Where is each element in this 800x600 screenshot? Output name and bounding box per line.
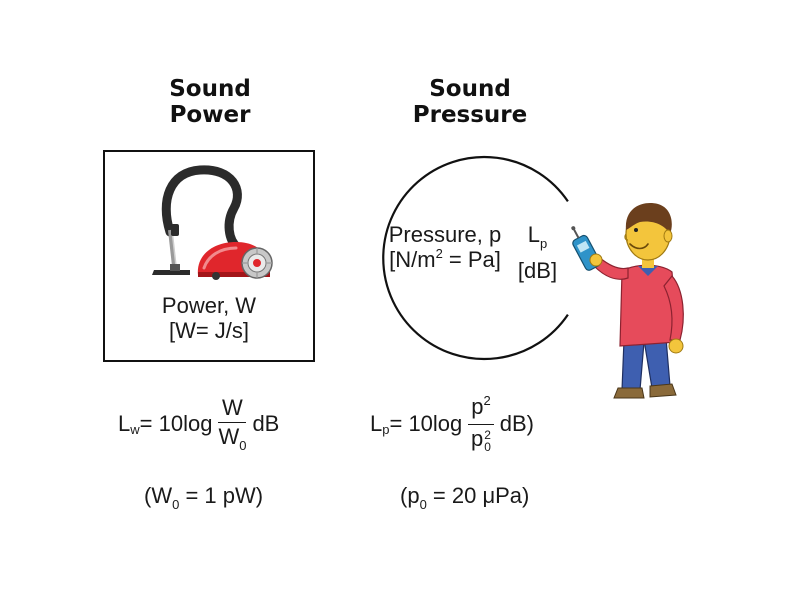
sound-power-heading: Sound Power [169, 76, 251, 128]
power-reference: (W0 = 1 pW) [144, 483, 264, 512]
sound-power-label: Power, W [W= J/s] [161, 293, 257, 343]
sound-pressure-level: Lp [dB] [517, 222, 558, 283]
sound-power-box [103, 150, 315, 362]
sound-pressure-heading: Sound Pressure [412, 76, 528, 128]
person-with-meter-icon [571, 203, 684, 399]
sound-pressure-circle [382, 155, 569, 361]
power-fraction: W W0 [218, 395, 247, 453]
vacuum-cleaner-icon [152, 165, 273, 280]
sound-pressure-label: Pressure, p [N/m2 = Pa] [388, 222, 502, 272]
pressure-reference: (p0 = 20 μPa) [400, 483, 530, 512]
